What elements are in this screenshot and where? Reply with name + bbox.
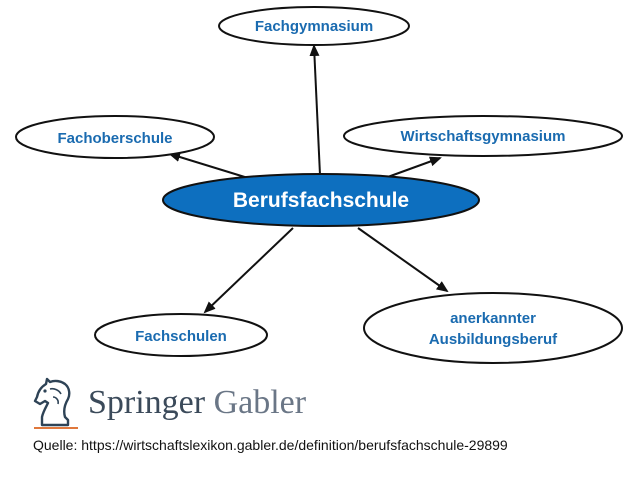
brand-secondary: Gabler (213, 384, 307, 421)
brand-wordmark: Springer Gabler (88, 384, 306, 422)
arrow-to-fachschulen (203, 227, 294, 314)
node-label: Wirtschaftsgymnasium (401, 128, 566, 145)
chess-knight-icon (33, 377, 78, 429)
node-fachoberschule: Fachoberschule (15, 115, 215, 159)
arrow-to-ausbildungsberuf (357, 227, 449, 293)
node-label: Fachoberschule (57, 130, 172, 147)
node-label: Fachgymnasium (255, 18, 373, 35)
arrow-to-wirtschaftsgymnasium (384, 156, 442, 179)
node-label: Fachschulen (135, 328, 227, 345)
node-fachschulen: Fachschulen (94, 313, 268, 357)
brand-primary: Springer (88, 384, 206, 421)
node-wirtschaftsgymnasium: Wirtschaftsgymnasium (343, 115, 623, 157)
node-berufsfachschule: Berufsfachschule (162, 173, 480, 227)
source-citation: Quelle: https://wirtschaftslexikon.gable… (33, 437, 508, 453)
arrow-to-fachoberschule (168, 152, 249, 179)
node-fachgymnasium: Fachgymnasium (218, 6, 410, 46)
node-label-line-2: Ausbildungsberuf (429, 331, 558, 348)
node-label-line-1: anerkannter (450, 310, 536, 327)
arrow-to-fachgymnasium (309, 44, 321, 176)
node-ausbildungsberuf: anerkannter Ausbildungsberuf (363, 292, 623, 364)
center-label: Berufsfachschule (233, 189, 409, 212)
